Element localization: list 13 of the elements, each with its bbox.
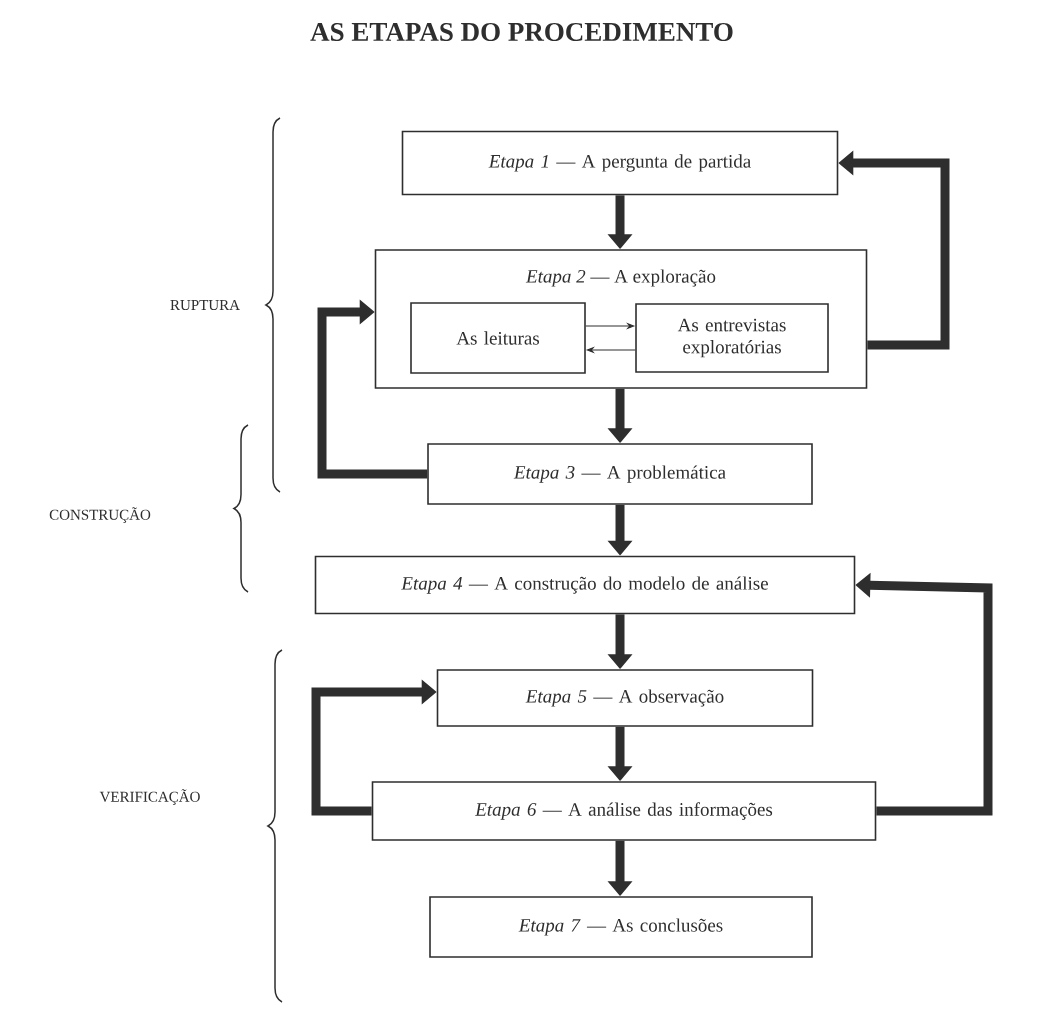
step-box: Etapa 7 — As conclusões: [429, 896, 813, 958]
step-box: Etapa 1 — A pergunta de partida: [401, 130, 839, 196]
step-box: Etapa 5 — A observação: [436, 669, 814, 727]
stage-label: CONSTRUÇÃO: [49, 507, 151, 523]
title: AS ETAPAS DO PROCEDIMENTO: [310, 22, 733, 42]
step-box: Etapa 4 — A construção do modelo de análise: [314, 555, 856, 615]
arrow: [317, 299, 428, 479]
stage-label: RUPTURA: [170, 300, 240, 310]
step-box: Etapa 6 — A análise das informações: [371, 781, 877, 841]
step-box: Etapa 3 — A problemática: [427, 443, 813, 505]
step-box: As leituras: [410, 302, 586, 374]
stage-label: VERIFICAÇÃO: [99, 789, 200, 805]
step-box: As entrevistas exploratórias: [635, 303, 829, 373]
